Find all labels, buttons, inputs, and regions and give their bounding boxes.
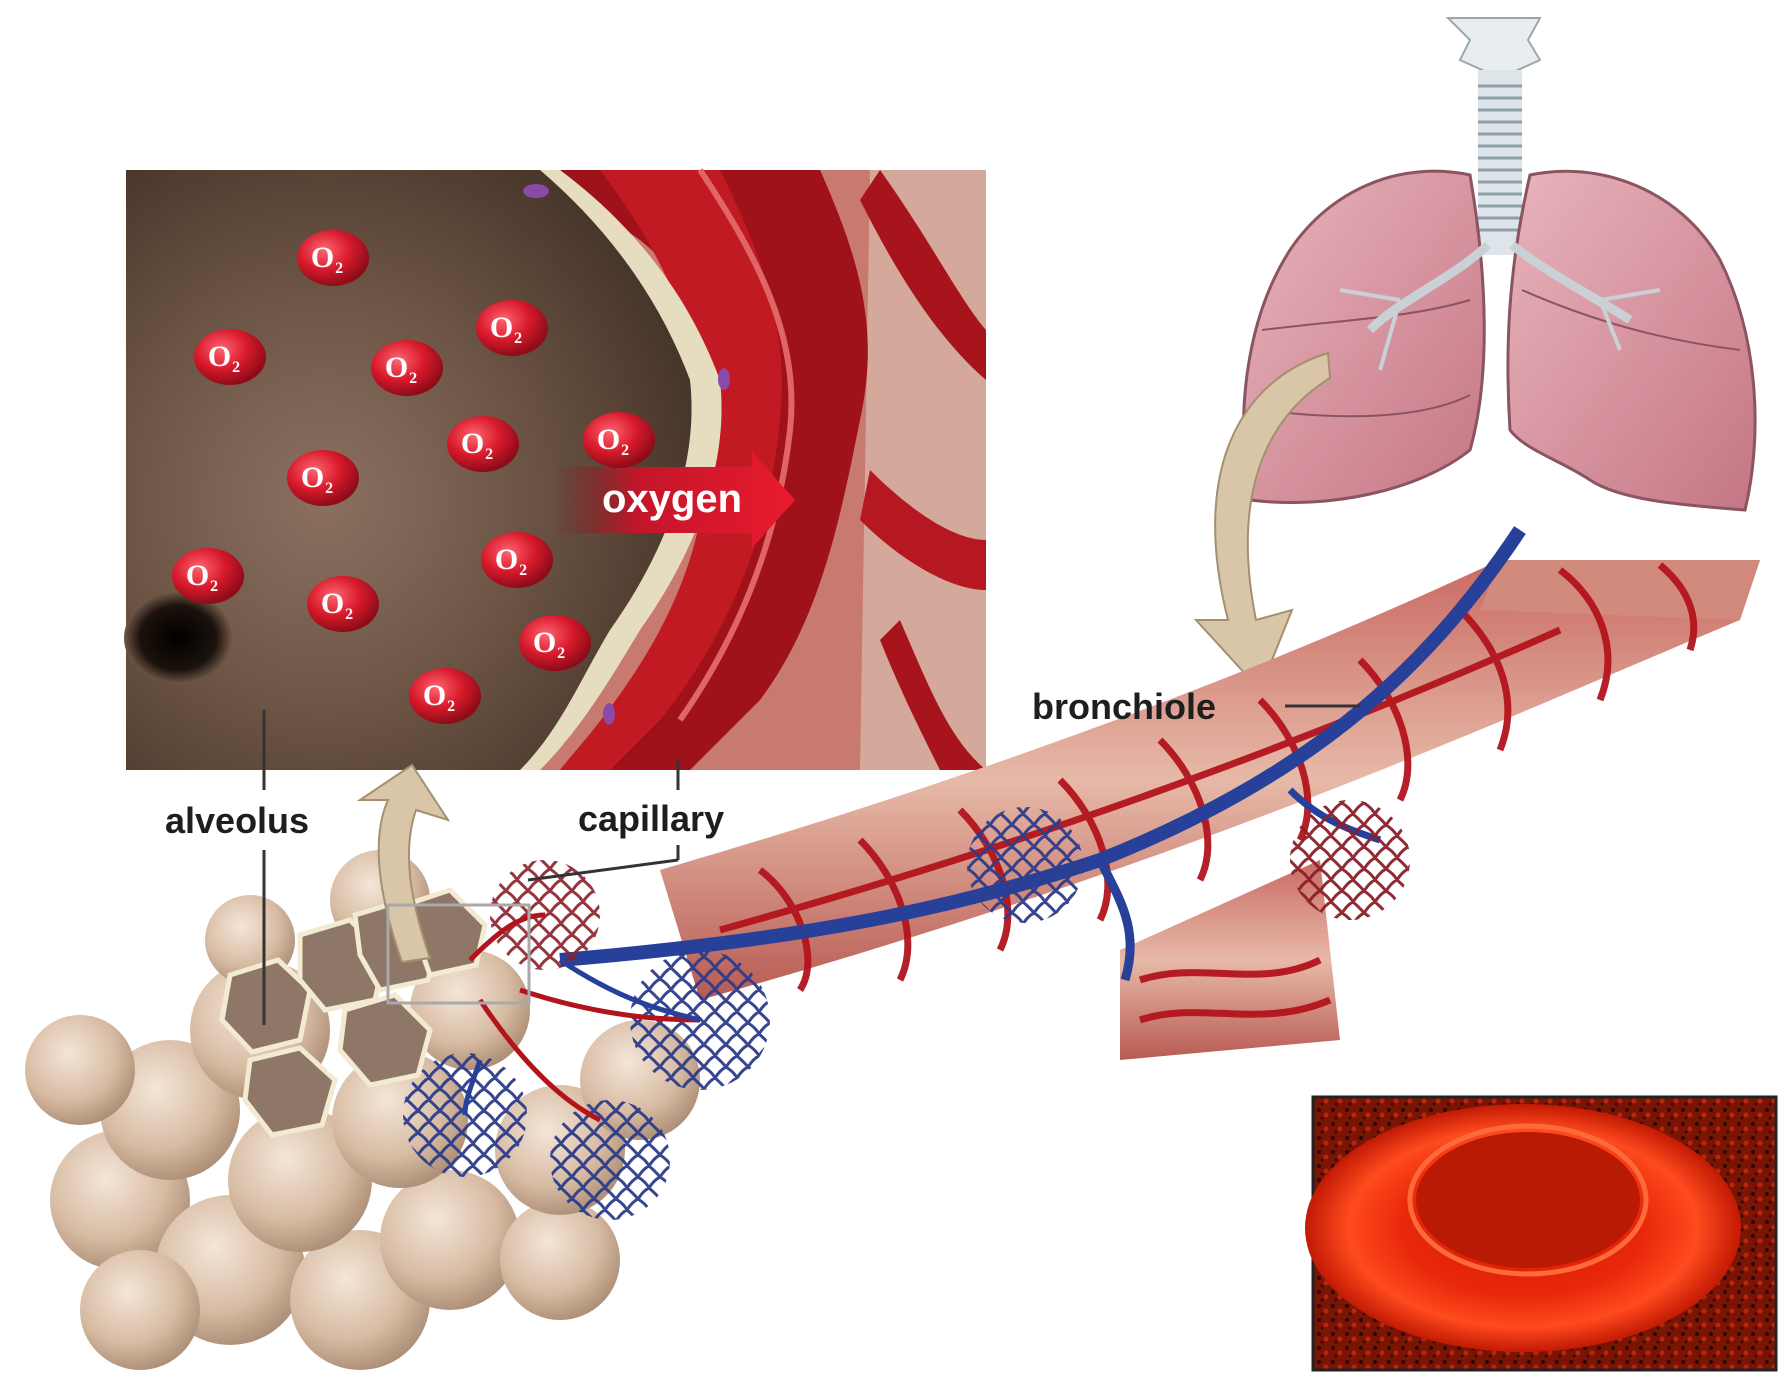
o2-molecule: O2	[481, 532, 553, 588]
lungs-illustration	[1243, 18, 1755, 510]
o2-molecule: O2	[297, 230, 369, 286]
label-capillary: capillary	[578, 798, 724, 840]
o2-molecule: O2	[287, 450, 359, 506]
o2-molecule: O2	[371, 340, 443, 396]
o2-molecule: O2	[583, 412, 655, 468]
o2-molecule: O2	[409, 668, 481, 724]
label-alveolus: alveolus	[165, 800, 309, 842]
oxygen-arrow-label: oxygen	[602, 477, 742, 521]
o2-molecule: O2	[519, 615, 591, 671]
label-bronchiole: bronchiole	[1032, 686, 1216, 728]
o2-molecule: O2	[476, 300, 548, 356]
zoom-panel	[124, 170, 986, 770]
o2-molecule: O2	[172, 548, 244, 604]
red-blood-cell-micrograph	[1305, 1097, 1776, 1370]
o2-molecule: O2	[307, 576, 379, 632]
o2-molecule: O2	[447, 416, 519, 472]
o2-molecule: O2	[194, 329, 266, 385]
